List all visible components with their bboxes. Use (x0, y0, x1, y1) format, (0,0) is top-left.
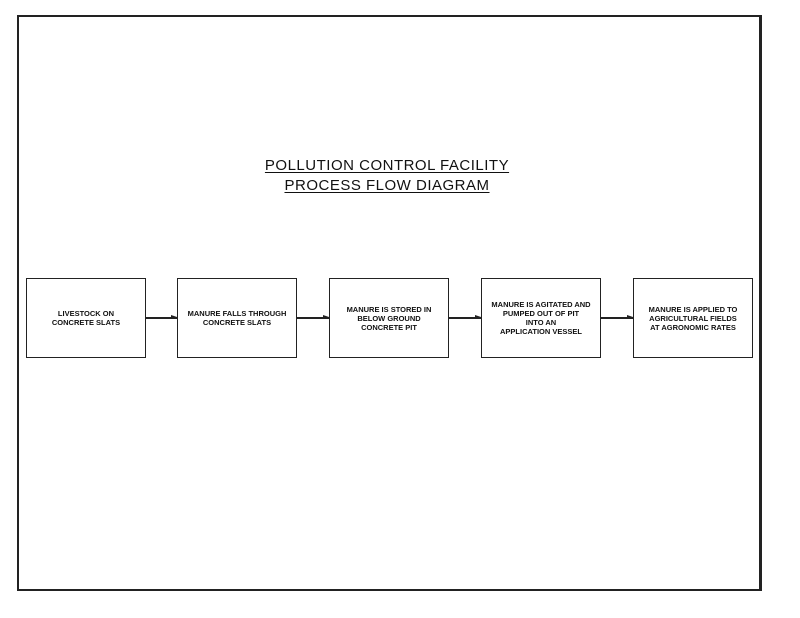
diagram-subtitle: PROCESS FLOW DIAGRAM (284, 177, 490, 194)
drawing-frame (17, 15, 762, 591)
flow-arrow-2 (297, 315, 329, 319)
process-step-1: LIVESTOCK ON CONCRETE SLATS (26, 278, 146, 358)
process-step-4: MANURE IS AGITATED AND PUMPED OUT OF PIT… (481, 278, 601, 358)
flow-arrow-4 (601, 315, 633, 319)
process-step-5: MANURE IS APPLIED TO AGRICULTURAL FIELDS… (633, 278, 753, 358)
flow-arrow-3 (449, 315, 481, 319)
process-step-2: MANURE FALLS THROUGH CONCRETE SLATS (177, 278, 297, 358)
flow-arrow-1 (146, 315, 177, 319)
process-step-3: MANURE IS STORED IN BELOW GROUND CONCRET… (329, 278, 449, 358)
diagram-title: POLLUTION CONTROL FACILITY (264, 157, 510, 174)
